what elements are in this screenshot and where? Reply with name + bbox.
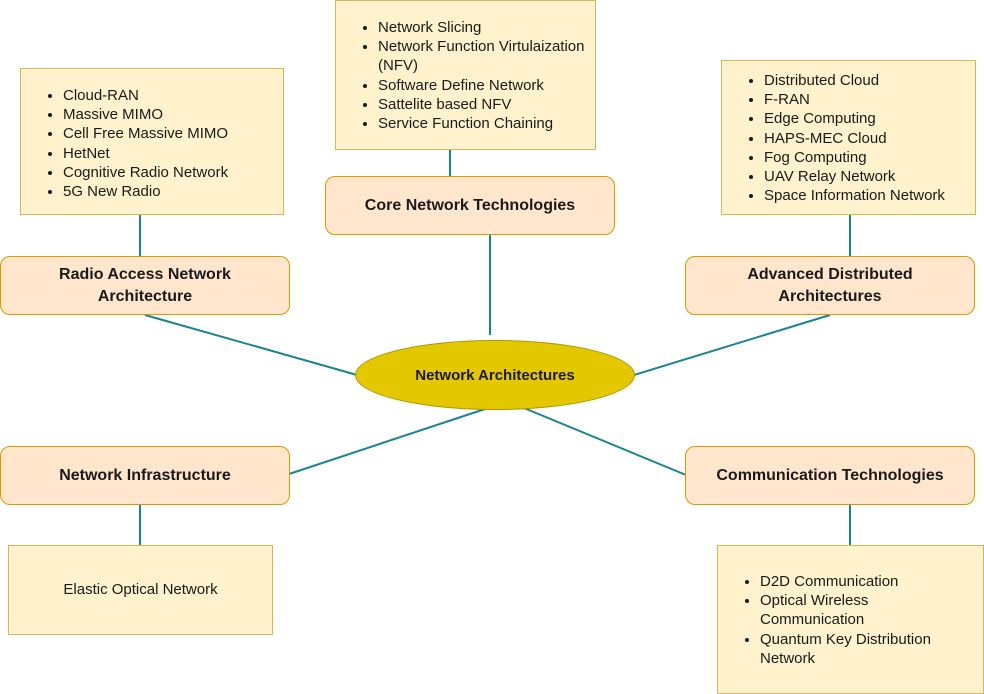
list-item: D2D Communication	[760, 572, 983, 591]
connector-ran-center	[144, 314, 358, 376]
category-radio-access: Radio Access Network Architecture	[0, 256, 290, 315]
category-core-network: Core Network Technologies	[325, 176, 615, 235]
category-label: Radio Access Network Architecture	[59, 265, 231, 305]
category-label: Communication Technologies	[716, 466, 944, 484]
category-label: Core Network Technologies	[364, 196, 576, 214]
list-item: Fog Computing	[764, 148, 975, 167]
communication-note: D2D Communication Optical Wireless Commu…	[717, 545, 984, 694]
list-item: Edge Computing	[764, 109, 975, 128]
core-technologies-note: Network Slicing Network Function Virtula…	[335, 0, 596, 150]
center-node: Network Architectures	[355, 340, 635, 410]
connector-infrastructure-center	[285, 407, 489, 476]
distributed-note: Distributed Cloud F-RAN Edge Computing H…	[721, 60, 976, 215]
ran-note: Cloud-RAN Massive MIMO Cell Free Massive…	[20, 68, 284, 215]
communication-list: D2D Communication Optical Wireless Commu…	[718, 572, 983, 668]
list-item: Cognitive Radio Network	[63, 163, 283, 182]
category-network-infrastructure: Network Infrastructure	[0, 446, 290, 505]
list-item: Network Slicing	[378, 18, 595, 37]
list-item: Quantum Key Distribution Network	[760, 630, 983, 668]
list-item: HetNet	[63, 144, 283, 163]
ran-list: Cloud-RAN Massive MIMO Cell Free Massive…	[21, 86, 283, 201]
list-item: F-RAN	[764, 90, 975, 109]
list-item: Space Information Network	[764, 186, 975, 205]
list-item: Network Function Virtulaization (NFV)	[378, 37, 595, 75]
category-advanced-distributed: Advanced Distributed Architectures	[685, 256, 975, 315]
list-item: Massive MIMO	[63, 105, 283, 124]
category-label: Advanced Distributed Architectures	[747, 265, 913, 305]
list-item: Cell Free Massive MIMO	[63, 124, 283, 143]
list-item: Service Function Chaining	[378, 114, 595, 133]
category-label: Network Infrastructure	[59, 466, 231, 484]
connector-distributed-center	[633, 314, 831, 376]
list-item: Elastic Optical Network	[63, 581, 218, 599]
list-item: Cloud-RAN	[63, 86, 283, 105]
list-item: Sattelite based NFV	[378, 95, 595, 114]
infrastructure-note: Elastic Optical Network	[8, 545, 273, 635]
list-item: Optical Wireless Communication	[760, 591, 983, 629]
distributed-list: Distributed Cloud F-RAN Edge Computing H…	[722, 71, 975, 205]
list-item: Software Define Network	[378, 76, 595, 95]
connector-communication-center	[523, 407, 687, 476]
center-label: Network Architectures	[415, 366, 575, 384]
list-item: Distributed Cloud	[764, 71, 975, 90]
list-item: HAPS-MEC Cloud	[764, 129, 975, 148]
core-technologies-list: Network Slicing Network Function Virtula…	[336, 18, 595, 133]
list-item: 5G New Radio	[63, 182, 283, 201]
category-communication: Communication Technologies	[685, 446, 975, 505]
list-item: UAV Relay Network	[764, 167, 975, 186]
